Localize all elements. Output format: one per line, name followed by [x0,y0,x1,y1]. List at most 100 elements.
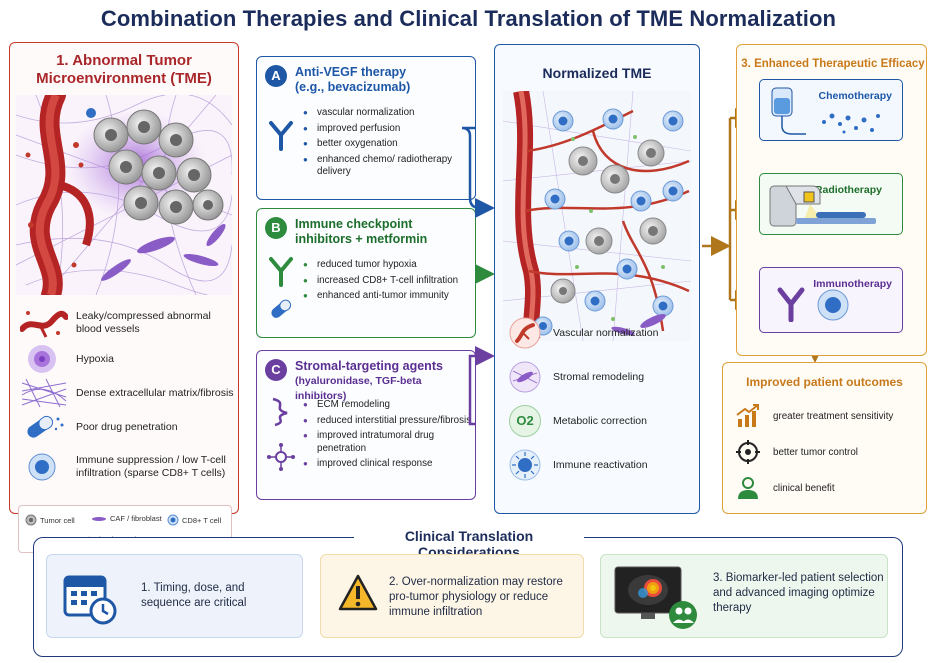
bullet-item: ECM remodeling [303,399,475,412]
bullet-item: enhanced chemo/ radiotherapy delivery [303,154,475,179]
legend-leaky-vessels: Leaky/compressed abnormal blood vessels [20,307,236,339]
therapy-c-title: Stromal-targeting agents [295,359,443,373]
therapy-a-subtitle: (e.g., bevacizumab) [295,80,411,94]
cd8-cell-icon [167,514,179,526]
legend-ecm: Dense extracellular matrix/fibrosis [20,377,236,409]
legend-label: Hypoxia [76,352,114,365]
bullet-item: improved intratumoral drug penetration [303,430,475,455]
clinical-translation-panel: Clinical Translation Considerations 1. T… [33,528,903,657]
warning-icon [338,574,378,611]
abnormal-tme-title: 1. Abnormal Tumor Microenvironment (TME) [36,52,212,87]
iv-bag-icon [771,87,806,135]
feature-immune-reactivation: Immune reactivation [509,449,648,481]
person-icon [738,477,758,499]
capsule-icon [27,415,64,438]
consideration-timing: 1. Timing, dose, and sequence are critic… [46,554,303,638]
abnormal-tme-panel: 1. Abnormal Tumor Microenvironment (TME) [9,42,239,553]
bullet-item: vascular normalization [303,107,475,120]
legend-label: Dense extracellular matrix/fibrosis [76,386,234,399]
mini-legend-tumor: Tumor cell [25,514,75,526]
bullet-item: increased CD8+ T-cell infiltration [303,275,458,288]
therapy-c-heading: Stromal-targeting agents (hyaluronidase,… [295,359,471,404]
outcome-label: greater treatment sensitivity [773,410,894,422]
consideration-over-normalization: 2. Over-normalization may restore pro-tu… [320,554,584,638]
bullet-item: better oxygenation [303,138,475,151]
abnormal-tme-illustration [16,95,232,295]
consideration-text: 1. Timing, dose, and sequence are critic… [141,582,247,609]
stroma-feature-icon [509,361,541,393]
feature-label: Stromal remodeling [553,371,645,383]
therapy-b-title: Immune checkpoint inhibitors + metformin [295,217,428,246]
arrow-c [468,346,495,426]
tumor-cell-icon [25,514,37,526]
outcome-sensitivity: greater treatment sensitivity [735,403,893,429]
antibody-icon [269,121,293,151]
page-title: Combination Therapies and Clinical Trans… [100,6,837,31]
mini-legend-cd8: CD8+ T cell [167,514,221,526]
bullet-item: improved clinical response [303,458,475,471]
consideration-text: 2. Over-normalization may restore pro-tu… [389,576,563,618]
legend-label: Leaky/compressed abnormal blood vessels [76,310,211,335]
radiotherapy-label: Radiotherapy [814,184,882,196]
trend-up-icon [736,404,759,427]
legend-label: Poor drug penetration [76,420,178,433]
checkpoint-antibody-icon [269,257,293,287]
therapy-c-bullets: ECM remodeling reduced interstitial pres… [303,399,475,474]
therapy-a-heading: Anti-VEGF therapy (e.g., bevacizumab) [295,65,471,95]
imaging-monitor-icon [614,566,697,629]
linac-machine-icon [769,185,876,227]
legend-hypoxia: Hypoxia [20,343,236,375]
feature-vascular-normalization: Vascular normalization [509,317,658,349]
efficacy-title: 3. Enhanced Therapeutic Efficacy [741,58,925,70]
normalized-tme-illustration [503,91,691,341]
bullet-item: enhanced anti-tumor immunity [303,290,458,303]
immune-cell-feature-icon [509,449,541,481]
ecm-fibrosis-icon [21,378,67,408]
outcomes-title: Improved patient outcomes [746,375,903,389]
vessel-feature-icon [509,317,541,349]
patient-outcomes-panel: Improved patient outcomes greater treatm… [722,362,927,514]
hypoxia-icon [28,345,56,373]
ecm-strand-icon [272,397,288,427]
chemotherapy-card: Chemotherapy [759,79,903,141]
target-icon [736,440,760,464]
calendar-clock-icon [63,575,117,625]
feature-label: Immune reactivation [553,459,648,471]
therapy-b-bullets: reduced tumor hypoxia increased CD8+ T-c… [303,259,458,306]
bullet-item: reduced interstitial pressure/fibrosis [303,415,475,428]
feature-label: Vascular normalization [553,327,659,339]
mini-legend-caf: CAF / fibroblast [91,514,162,523]
o2-icon: O2 [509,405,541,437]
t-cell-icon [28,453,56,481]
feature-label: Metabolic correction [553,415,647,427]
consideration-biomarkers: 3. Biomarker-led patient selection and a… [600,554,888,638]
antibody-icon [777,287,805,322]
outcome-tumor-control: better tumor control [735,439,858,465]
leaky-vessel-icon [20,310,68,338]
legend-poor-penetration: Poor drug penetration [20,411,236,443]
badge-a: A [265,65,287,87]
t-cell-icon [817,289,849,321]
pill-icon [271,299,292,318]
therapy-a-title: Anti-VEGF therapy [295,65,407,79]
arrow-a [461,126,495,218]
bullet-item: reduced tumor hypoxia [303,259,458,272]
consideration-text: 3. Biomarker-led patient selection and a… [713,572,884,614]
immunotherapy-label: Immunotherapy [813,278,892,290]
caf-icon [92,516,106,521]
therapy-box-a: A Anti-VEGF therapy (e.g., bevacizumab) … [256,56,476,200]
legend-label: Immune suppression / low T-cell infiltra… [76,454,226,479]
outcome-label: better tumor control [773,446,858,458]
enzyme-molecule-icon [267,443,295,471]
outcome-clinical-benefit: clinical benefit [735,475,835,501]
radiotherapy-card: Radiotherapy [759,173,903,235]
normalized-tme-panel: Normalized TME [494,44,700,514]
badge-b: B [265,217,287,239]
feature-stromal-remodeling: Stromal remodeling [509,361,644,393]
therapy-box-b: B Immune checkpoint inhibitors + metform… [256,208,476,338]
chemotherapy-label: Chemotherapy [818,90,892,102]
legend-immune-suppression: Immune suppression / low T-cell infiltra… [20,451,236,483]
badge-c: C [265,359,287,381]
drug-particles-icon [822,113,880,134]
feature-metabolic-correction: O2 Metabolic correction [509,405,647,437]
